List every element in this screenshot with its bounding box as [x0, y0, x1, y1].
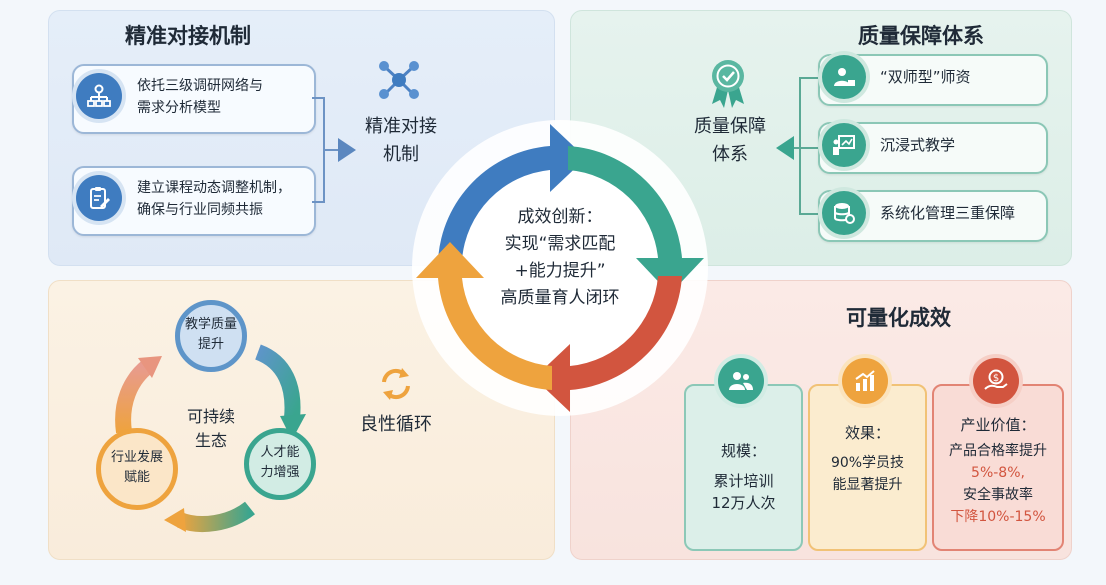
metric-effect-line-1: 90%学员技	[830, 455, 905, 471]
award-ribbon-icon	[712, 60, 744, 108]
presentation-board-icon	[822, 123, 866, 167]
center-text-line-3: +能力提升”	[514, 261, 606, 281]
node-industry-empowerment	[96, 428, 178, 510]
node-teaching-quality-line-1: 教学质量	[184, 317, 237, 332]
panel-title-quality-assurance: 质量保障体系	[858, 24, 984, 48]
org-chart-icon	[76, 73, 122, 119]
metric-industry-value-title: 产业价值：	[960, 416, 1036, 434]
precise-matching-label-line-2: 机制	[383, 144, 419, 165]
node-talent-ability-line-2: 力增强	[260, 465, 300, 480]
metric-effect-title: 效果：	[844, 424, 890, 442]
metric-industry-value-line-1: 产品合格率提升	[949, 443, 1047, 459]
svg-text:$: $	[993, 373, 999, 384]
metric-scale-title: 规模：	[720, 442, 766, 460]
network-nodes-icon	[379, 61, 419, 99]
virtuous-cycle-label: 良性循环	[360, 414, 432, 435]
bracket-arrow-left	[312, 97, 356, 203]
database-gear-icon	[822, 191, 866, 235]
money-hand-icon: $	[973, 358, 1019, 404]
people-group-icon	[718, 358, 764, 404]
node-industry-empowerment-line-2: 赋能	[123, 470, 150, 485]
growth-chart-icon	[842, 358, 888, 404]
clipboard-edit-icon	[76, 175, 122, 221]
dual-teacher-text: “双师型”师资	[880, 68, 971, 86]
central-cycle-ring	[412, 120, 708, 416]
node-talent-ability-line-1: 人才能	[260, 445, 300, 460]
node-industry-empowerment-line-1: 行业发展	[110, 450, 163, 465]
precise-matching-label-line-1: 精准对接	[365, 116, 437, 137]
virtuous-cycle-diagram	[115, 344, 306, 532]
node-talent-ability	[244, 428, 316, 500]
course-adjustment-card	[72, 166, 316, 236]
center-text-line-2: 实现“需求匹配	[504, 234, 616, 254]
metric-industry-value-line-4: 下降10%-15%	[950, 509, 1046, 525]
metric-scale-line-1: 累计培训	[713, 472, 774, 490]
quality-assurance-label-line-1: 质量保障	[694, 116, 766, 137]
metric-scale-line-2: 12万人次	[711, 494, 776, 512]
research-network-line-1: 依托三级调研网络与	[137, 78, 263, 94]
center-text-line-1: 成效创新：	[517, 207, 603, 227]
quality-assurance-label-line-2: 体系	[712, 144, 748, 165]
metric-scale-card: 规模： 累计培训 12万人次	[684, 384, 803, 551]
teacher-icon	[822, 55, 866, 99]
metric-effect-line-2: 能显著提升	[832, 477, 903, 493]
sustainable-ecology-line-2: 生态	[194, 431, 227, 450]
metric-industry-value-line-2: 5%-8%,	[971, 465, 1025, 481]
node-teaching-quality	[175, 300, 247, 372]
recycle-arrows-icon	[382, 368, 410, 400]
metric-industry-value-card: 产业价值： 产品合格率提升 5%-8%, 安全事故率 下降10%-15%	[932, 384, 1064, 551]
center-text-line-4: 高质量育人闭环	[500, 288, 620, 308]
node-teaching-quality-line-2: 提升	[197, 337, 224, 352]
course-adjustment-line-2: 确保与行业同频共振	[137, 202, 263, 218]
panel-title-quantifiable-results: 可量化成效	[846, 306, 951, 330]
research-network-line-2: 需求分析模型	[137, 100, 221, 116]
systematic-management-text: 系统化管理三重保障	[880, 204, 1016, 222]
sustainable-ecology-line-1: 可持续	[186, 407, 235, 426]
metric-effect-card: 效果： 90%学员技 能显著提升	[808, 384, 927, 551]
metric-industry-value-line-3: 安全事故率	[963, 487, 1033, 503]
panel-title-precise-matching: 精准对接机制	[125, 24, 251, 48]
immersive-teaching-text: 沉浸式教学	[880, 136, 956, 154]
course-adjustment-line-1: 建立课程动态调整机制，	[137, 180, 291, 196]
